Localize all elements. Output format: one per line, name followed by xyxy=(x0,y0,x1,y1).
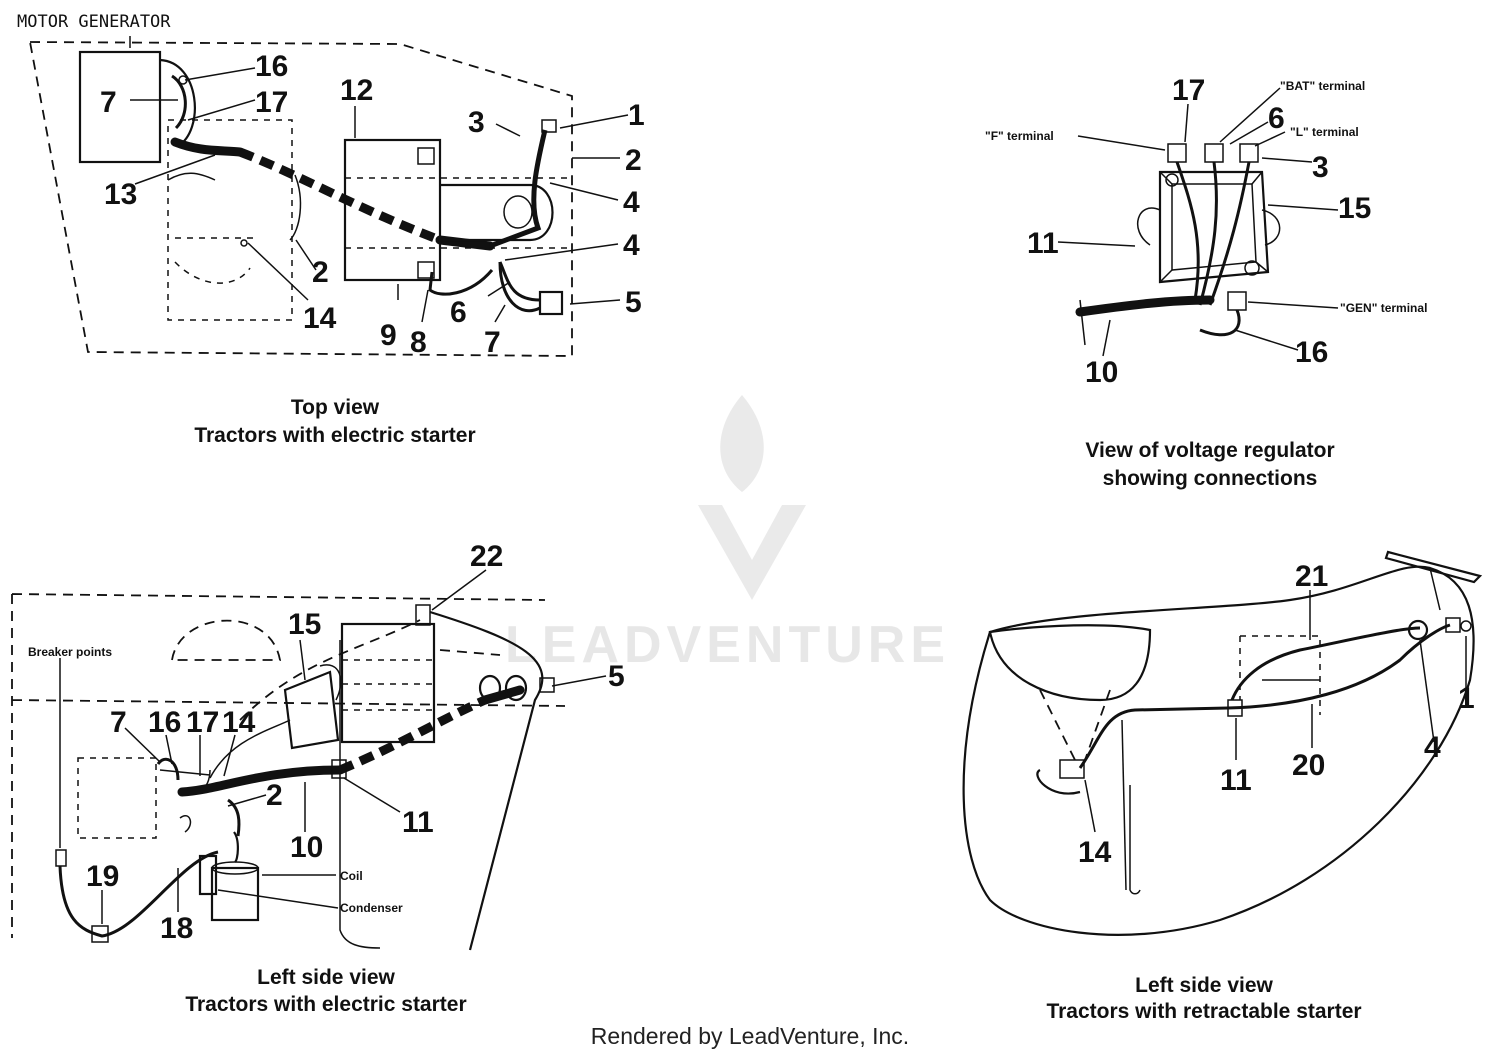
gen-terminal xyxy=(1227,291,1247,311)
l-terminal-label: "L" terminal xyxy=(1290,125,1359,139)
bat-terminal-label: "BAT" terminal xyxy=(1280,79,1365,93)
reg-callout-3: 3 xyxy=(1312,151,1329,184)
left-retractable-leaders xyxy=(1084,590,1467,833)
regulator-harness xyxy=(1075,295,1215,317)
reg-callout-17: 17 xyxy=(1172,74,1205,107)
top-callout-14: 14 xyxy=(303,302,337,335)
regulator-leaders xyxy=(1057,87,1339,357)
lr-callout-1: 1 xyxy=(1458,682,1475,715)
breaker-points-label: Breaker points xyxy=(28,645,112,659)
lr-callout-21: 21 xyxy=(1295,560,1328,593)
left-electric-labels: Breaker points Coil Condenser 22 15 5 7 … xyxy=(28,540,625,945)
top-view-panel xyxy=(29,36,573,357)
top-callout-1: 1 xyxy=(628,99,645,132)
top-callout-5: 5 xyxy=(625,286,642,319)
battery xyxy=(343,138,442,282)
top-callout-13: 13 xyxy=(104,178,137,211)
bat-terminal xyxy=(1204,143,1224,163)
wire-20 xyxy=(1078,623,1451,769)
top-wiring-harness xyxy=(170,137,245,157)
top-callout-17: 17 xyxy=(255,86,288,119)
left-electric-caption-2: Tractors with electric starter xyxy=(185,993,466,1016)
f-terminal xyxy=(1167,143,1187,163)
reg-callout-15: 15 xyxy=(1338,192,1371,225)
footer-credit: Rendered by LeadVenture, Inc. xyxy=(591,1023,909,1049)
regulator-caption-1: View of voltage regulator xyxy=(1085,439,1334,462)
steering-wheel xyxy=(1384,550,1483,584)
left-wiring-harness xyxy=(177,765,345,797)
le-callout-14: 14 xyxy=(222,706,256,739)
reg-callout-11: 11 xyxy=(1027,227,1059,260)
top-callout-7b: 7 xyxy=(484,326,501,359)
lr-callout-20: 20 xyxy=(1292,749,1325,782)
top-callout-6: 6 xyxy=(450,296,467,329)
top-callout-7: 7 xyxy=(100,86,117,119)
le-callout-15: 15 xyxy=(288,608,321,641)
f-terminal-label: "F" terminal xyxy=(985,129,1054,143)
generator xyxy=(340,622,436,744)
left-electric-leaders xyxy=(59,569,607,924)
reg-callout-10: 10 xyxy=(1085,356,1118,389)
tractor-body-outline xyxy=(962,565,1475,936)
left-electric-outline xyxy=(11,593,566,938)
regulator-labels: "F" terminal "BAT" terminal "L" terminal… xyxy=(985,74,1427,389)
l-terminal xyxy=(1239,143,1259,163)
le-callout-5: 5 xyxy=(608,660,625,693)
lr-callout-14: 14 xyxy=(1078,836,1112,869)
lr-callout-4: 4 xyxy=(1424,731,1441,764)
terminal-4 xyxy=(1407,619,1429,641)
top-callout-8: 8 xyxy=(410,326,427,359)
gen-terminal-label: "GEN" terminal xyxy=(1340,301,1427,315)
top-callout-12: 12 xyxy=(340,74,373,107)
top-view-outline xyxy=(29,41,573,357)
top-view-callouts: 1 2 2 3 4 4 5 6 7 7 8 9 12 13 14 16 17 xyxy=(100,50,645,359)
switch-14 xyxy=(1059,759,1085,779)
regulator-15 xyxy=(283,670,340,750)
le-callout-18: 18 xyxy=(160,912,193,945)
reg-callout-16: 16 xyxy=(1295,336,1328,369)
watermark-text: LEADVENTURE xyxy=(505,616,950,674)
top-callout-9: 9 xyxy=(380,319,397,352)
le-callout-11: 11 xyxy=(402,806,434,839)
top-callout-4b: 4 xyxy=(623,229,640,262)
top-callout-2: 2 xyxy=(625,144,642,177)
left-retractable-callouts: 21 1 4 11 20 14 xyxy=(1078,560,1475,869)
left-electric-panel xyxy=(11,593,566,951)
le-callout-10: 10 xyxy=(290,831,323,864)
top-callout-4: 4 xyxy=(623,186,640,219)
wire-21 xyxy=(1230,626,1421,701)
le-callout-19: 19 xyxy=(86,860,119,893)
condenser xyxy=(198,854,218,896)
top-battery-cable xyxy=(489,129,548,249)
motor-generator-header: MOTOR GENERATOR xyxy=(17,12,171,32)
coil-label: Coil xyxy=(340,869,363,883)
le-callout-7: 7 xyxy=(110,706,127,739)
le-callout-2: 2 xyxy=(266,779,283,812)
top-view-caption-1: Top view xyxy=(291,396,380,419)
reg-callout-6: 6 xyxy=(1268,102,1285,135)
starter-switch xyxy=(538,290,564,316)
top-callout-2b: 2 xyxy=(312,256,329,289)
le-callout-22: 22 xyxy=(470,540,503,573)
lr-callout-11: 11 xyxy=(1220,764,1252,797)
connector-11 xyxy=(1227,699,1243,717)
le-callout-17: 17 xyxy=(186,706,219,739)
ignition-coil xyxy=(210,866,260,922)
le-callout-16: 16 xyxy=(148,706,181,739)
voltage-regulator-panel xyxy=(1075,143,1281,346)
left-retractable-panel xyxy=(962,550,1483,936)
breaker-points xyxy=(91,925,109,943)
leadventure-watermark: LEADVENTURE xyxy=(505,395,950,674)
top-callout-16: 16 xyxy=(255,50,288,83)
left-retractable-caption-2: Tractors with retractable starter xyxy=(1046,1000,1361,1023)
condenser-label: Condenser xyxy=(340,901,403,915)
left-electric-caption-1: Left side view xyxy=(257,966,395,989)
top-view-leaders xyxy=(130,67,629,323)
motor-generator xyxy=(78,50,162,164)
top-view-caption-2: Tractors with electric starter xyxy=(194,424,475,447)
top-callout-3: 3 xyxy=(468,106,485,139)
regulator-caption-2: showing connections xyxy=(1103,467,1318,490)
left-retractable-caption-1: Left side view xyxy=(1135,974,1273,997)
